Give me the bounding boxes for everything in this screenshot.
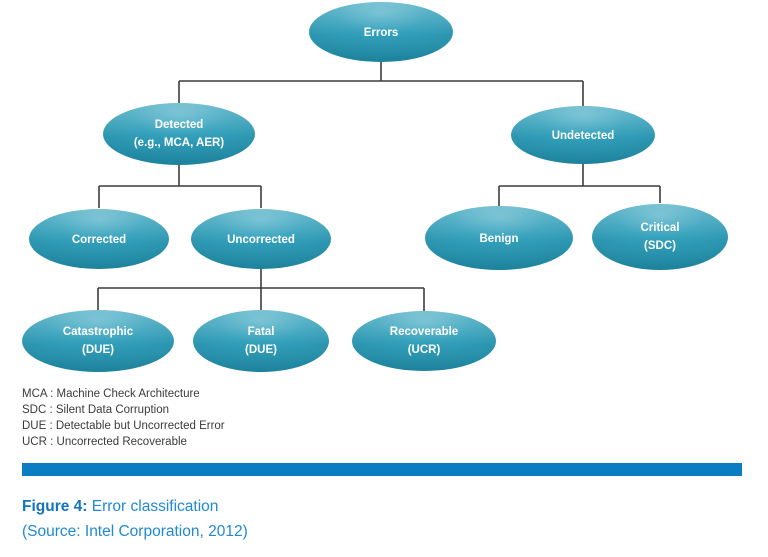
- node-detected-label-line2: (e.g., MCA, AER): [134, 137, 224, 149]
- node-uncorrected[interactable]: Uncorrected: [191, 209, 331, 269]
- legend-definition: Uncorrected Recoverable: [56, 436, 187, 448]
- accent-divider-bar: [22, 463, 742, 476]
- node-recoverable-label-line1: Recoverable: [390, 326, 458, 338]
- node-benign-sheen: [425, 206, 573, 270]
- node-critical[interactable]: Critical (SDC): [592, 204, 728, 270]
- node-errors-label: Errors: [364, 27, 399, 39]
- legend-separator: :: [46, 436, 57, 448]
- legend-separator: :: [46, 388, 57, 400]
- node-fatal-label-line2: (DUE): [245, 344, 277, 356]
- node-uncorrected-sheen: [191, 209, 331, 269]
- legend-item: SDC : Silent Data Corruption: [22, 402, 502, 418]
- node-critical-label-line1: Critical: [641, 222, 680, 234]
- node-uncorrected-label: Uncorrected: [227, 234, 295, 246]
- node-fatal[interactable]: Fatal (DUE): [193, 310, 329, 372]
- legend-definition: Silent Data Corruption: [55, 404, 170, 416]
- node-undetected[interactable]: Undetected: [511, 106, 655, 164]
- node-catastrophic-sheen: [22, 310, 174, 372]
- node-critical-label-line2: (SDC): [644, 240, 676, 252]
- node-corrected-sheen: [29, 209, 169, 269]
- legend-separator: :: [46, 420, 56, 432]
- node-catastrophic-label-line2: (DUE): [82, 344, 114, 356]
- legend-abbr: SDC: [22, 404, 47, 416]
- node-benign-label: Benign: [480, 233, 519, 245]
- node-benign[interactable]: Benign: [425, 206, 573, 270]
- legend-item: DUE : Detectable but Uncorrected Error: [22, 418, 502, 434]
- node-catastrophic[interactable]: Catastrophic (DUE): [22, 310, 174, 372]
- caption-title-line: Figure 4: Error classification: [22, 494, 582, 519]
- legend-definition: Machine Check Architecture: [56, 388, 200, 400]
- node-errors[interactable]: Errors: [309, 2, 453, 62]
- node-undetected-sheen: [511, 106, 655, 164]
- node-undetected-label: Undetected: [552, 130, 615, 142]
- connector-group: [97, 57, 661, 311]
- node-recoverable-label-line2: (UCR): [408, 344, 441, 356]
- legend-abbr: DUE: [22, 420, 47, 432]
- caption-source-line: (Source: Intel Corporation, 2012): [22, 523, 248, 540]
- node-detected-label-line1: Detected: [155, 119, 204, 131]
- legend-abbr: MCA: [22, 388, 47, 400]
- legend-abbr: UCR: [22, 436, 47, 448]
- node-corrected-label: Corrected: [72, 234, 126, 246]
- error-classification-tree: Errors Detected (e.g., MCA, AER) Undetec…: [22, 2, 728, 372]
- legend-item: MCA : Machine Check Architecture: [22, 386, 502, 402]
- node-catastrophic-label-line1: Catastrophic: [63, 326, 134, 338]
- node-corrected[interactable]: Corrected: [29, 209, 169, 269]
- legend-definition: Detectable but Uncorrected Error: [55, 420, 225, 432]
- node-recoverable-sheen: [352, 311, 496, 371]
- node-detected-sheen: [103, 103, 255, 165]
- node-fatal-sheen: [193, 310, 329, 372]
- node-errors-sheen: [309, 2, 453, 62]
- node-fatal-label-line1: Fatal: [248, 326, 275, 338]
- node-detected[interactable]: Detected (e.g., MCA, AER): [103, 103, 255, 165]
- caption-figure-number: Figure 4:: [22, 498, 88, 515]
- node-critical-sheen: [592, 204, 728, 270]
- abbreviation-legend: MCA : Machine Check Architecture SDC : S…: [22, 386, 502, 450]
- caption-title-text: Error classification: [87, 498, 219, 515]
- legend-item: UCR : Uncorrected Recoverable: [22, 434, 502, 450]
- node-recoverable[interactable]: Recoverable (UCR): [352, 311, 496, 371]
- figure-caption: Figure 4: Error classification (Source: …: [22, 494, 582, 544]
- legend-separator: :: [46, 404, 56, 416]
